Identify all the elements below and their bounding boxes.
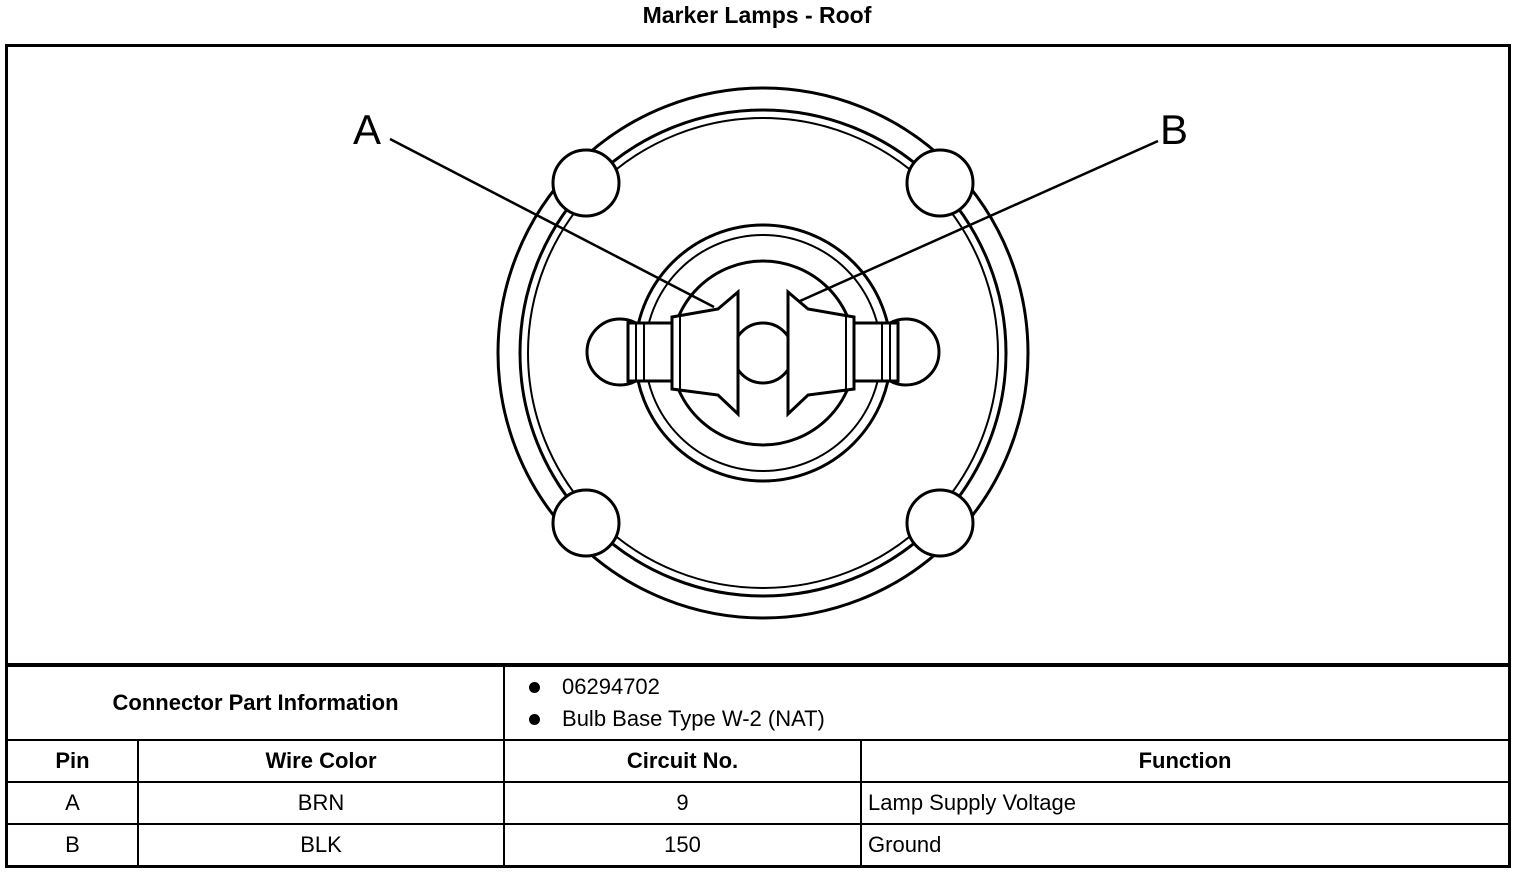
cell-circuit: 150 [503, 823, 863, 865]
cell-function: Lamp Supply Voltage [860, 781, 1509, 825]
callout-b: B [1160, 106, 1189, 153]
housing-notches [551, 148, 975, 558]
terminal-a [670, 288, 740, 418]
connector-face-svg [389, 86, 1159, 620]
housing-inner-ring [518, 108, 1008, 598]
cell-pin: A [8, 781, 139, 825]
table-row: A BRN 9 Lamp Supply Voltage [8, 781, 1509, 825]
latch-block-right [850, 321, 900, 383]
leader-line-a [389, 137, 715, 309]
cell-wire-color: BRN [136, 781, 506, 825]
page-title: Marker Lamps - Roof [642, 2, 872, 28]
notch-bottom-right [905, 488, 975, 558]
connector-frame: A B Connector Part Information 06294702 … [5, 44, 1511, 868]
connector-info-item: 06294702 [525, 671, 1508, 703]
leader-line-b [799, 139, 1159, 303]
connector-info-list: 06294702 Bulb Base Type W-2 (NAT) [503, 665, 1509, 741]
notch-bottom-left [551, 488, 621, 558]
pinout-table: Connector Part Information 06294702 Bulb… [8, 665, 1509, 865]
connector-info-row: Connector Part Information 06294702 Bulb… [8, 665, 1509, 741]
table-row: B BLK 150 Ground [8, 823, 1509, 865]
connector-info-item: Bulb Base Type W-2 (NAT) [525, 703, 1508, 735]
center-hole [731, 321, 795, 385]
connector-diagram: A B [8, 47, 1508, 665]
callout-a: A [353, 106, 382, 153]
notch-top-left [551, 148, 621, 218]
notch-top-right [905, 148, 975, 218]
connector-info-label: Connector Part Information [8, 665, 506, 741]
header-function: Function [860, 739, 1509, 783]
housing-inner-ring-2 [527, 117, 999, 589]
header-pin: Pin [8, 739, 139, 783]
terminal-b [786, 288, 856, 418]
table-header-row: Pin Wire Color Circuit No. Function [8, 739, 1509, 783]
bullet-icon [529, 713, 541, 725]
header-circuit: Circuit No. [503, 739, 863, 783]
cell-wire-color: BLK [136, 823, 506, 865]
header-wire-color: Wire Color [136, 739, 506, 783]
latch-block-left [626, 321, 676, 383]
cell-circuit: 9 [503, 781, 863, 825]
bullet-icon [529, 681, 541, 693]
housing-outer-ring [496, 86, 1030, 620]
connector-bulb-base: Bulb Base Type W-2 (NAT) [562, 706, 825, 731]
cell-function: Ground [860, 823, 1509, 865]
connector-part-number: 06294702 [562, 674, 660, 699]
cell-pin: B [8, 823, 139, 865]
